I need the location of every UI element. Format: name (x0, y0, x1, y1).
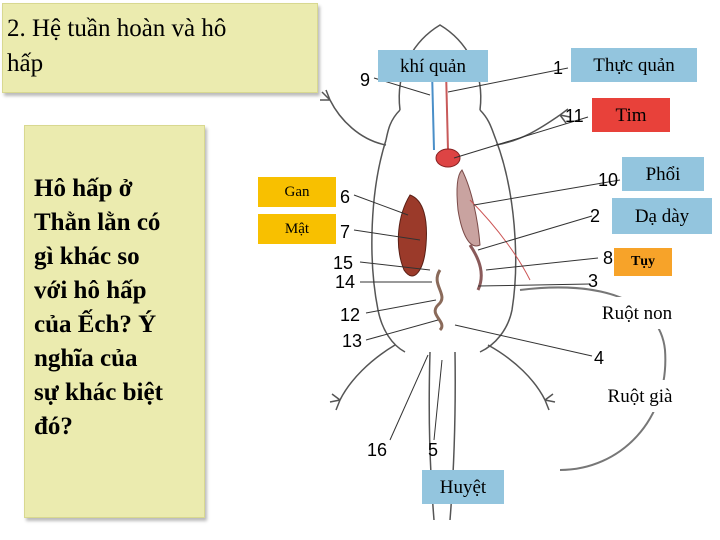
label-number-7: 7 (340, 222, 351, 242)
title-line-1: 2. Hệ tuần hoàn và hô (7, 15, 227, 42)
label-number-12: 12 (340, 305, 361, 325)
label-number-11: 11 (565, 106, 584, 126)
leader-line (365, 319, 439, 341)
right-hindlimb (487, 344, 556, 411)
leader-line (485, 257, 599, 271)
leader-line (353, 194, 409, 216)
question-line: Hô hấp ở (34, 175, 133, 202)
question-line: đó? (34, 413, 73, 440)
label-khi-quan: khí quản (378, 50, 488, 82)
label-number-16: 16 (367, 440, 388, 460)
question-line: Thằn lằn có (34, 209, 161, 236)
label-number-6: 6 (340, 187, 351, 207)
lizard-body-outline (371, 139, 517, 353)
label-tim: Tim (592, 98, 670, 132)
label-mat: Mật (258, 214, 336, 244)
leader-line (477, 215, 593, 251)
leader-line (433, 359, 443, 441)
leader-line (473, 179, 621, 206)
question-line: với hô hấp (34, 277, 147, 304)
label-number-13: 13 (342, 331, 363, 351)
question-line: sự khác biệt (34, 379, 163, 406)
title-panel: 2. Hệ tuần hoàn và hô hấp (2, 3, 318, 93)
label-number-15: 15 (333, 253, 354, 273)
label-gan: Gan (258, 177, 336, 207)
left-hindlimb (329, 344, 396, 411)
esophagus (445, 69, 449, 151)
label-number-9: 9 (360, 70, 371, 90)
label-huyet: Huyệt (422, 470, 504, 504)
leader-line (447, 67, 569, 93)
title-line-2: hấp (7, 50, 44, 77)
intestine-shape (433, 269, 444, 332)
right-forelimb (495, 108, 571, 146)
curled-tail-outline (519, 286, 667, 471)
label-number-14: 14 (335, 272, 356, 292)
lung-shape (456, 169, 481, 247)
stomach-shape (468, 244, 483, 291)
label-tuy: Tụy (614, 248, 672, 276)
left-forelimb (320, 89, 387, 146)
label-number-8: 8 (603, 248, 614, 268)
label-ruot-gia: Ruột già (590, 380, 690, 412)
label-ruot-non: Ruột non (582, 297, 692, 329)
question-line: của Ếch? Ý (34, 311, 157, 338)
trachea (431, 69, 435, 151)
lizard-neck-outline (385, 109, 497, 141)
leader-line (353, 229, 421, 241)
label-number-1: 1 (553, 58, 564, 78)
label-da-day: Dạ dày (612, 198, 712, 234)
leader-line (453, 116, 589, 159)
label-number-5: 5 (428, 440, 439, 460)
heart-shape (435, 148, 461, 168)
question-line: gì khác so (34, 243, 140, 270)
blood-vessel (469, 199, 531, 281)
label-number-10: 10 (598, 170, 619, 190)
label-number-2: 2 (590, 206, 601, 226)
leader-line (389, 354, 429, 441)
question-line: nghĩa của (34, 345, 138, 372)
leader-line (365, 299, 437, 314)
label-number-3: 3 (588, 271, 599, 291)
label-number-4: 4 (594, 348, 605, 368)
leader-line (477, 283, 591, 287)
leader-lines (353, 67, 621, 441)
label-thuc-quan: Thực quản (571, 48, 697, 82)
question-panel: Hô hấp ở Thằn lằn có gì khác so với hô h… (24, 125, 205, 518)
leader-line (454, 324, 593, 357)
liver-shape (397, 194, 427, 277)
label-phoi: Phổi (622, 157, 704, 191)
leader-line (359, 261, 431, 271)
